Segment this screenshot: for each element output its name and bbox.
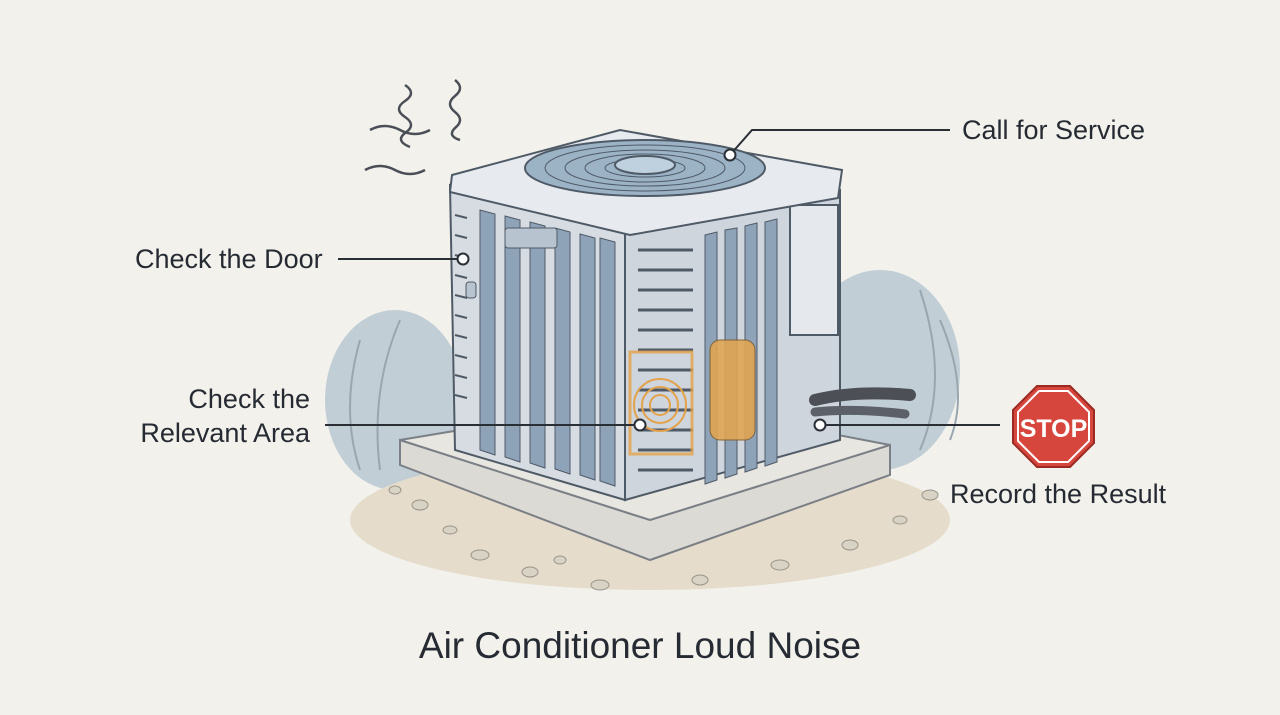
callout-record-result: Record the Result: [950, 479, 1167, 509]
callout-call-for-service: Call for Service: [962, 115, 1146, 145]
stop-sign-icon: STOP: [1012, 385, 1095, 468]
stop-sign-text: STOP: [1020, 415, 1088, 443]
ac-cabinet: [448, 183, 841, 502]
callout-lines: [325, 129, 1000, 426]
callout-check-relevant-area-line2: Relevant Area: [140, 418, 310, 448]
noise-waves-icon: [364, 79, 462, 176]
callout-dots: [456, 148, 827, 432]
diagram-title: Air Conditioner Loud Noise: [418, 625, 862, 666]
ac-top: [448, 128, 844, 237]
callout-check-relevant-area: Check the Relevant Area: [140, 382, 310, 450]
callout-check-door: Check the Door: [135, 244, 323, 274]
refrigerant-lines: [809, 387, 916, 419]
noise-highlight-icon: [633, 378, 687, 432]
callout-check-relevant-area-line1: Check the: [188, 384, 310, 414]
